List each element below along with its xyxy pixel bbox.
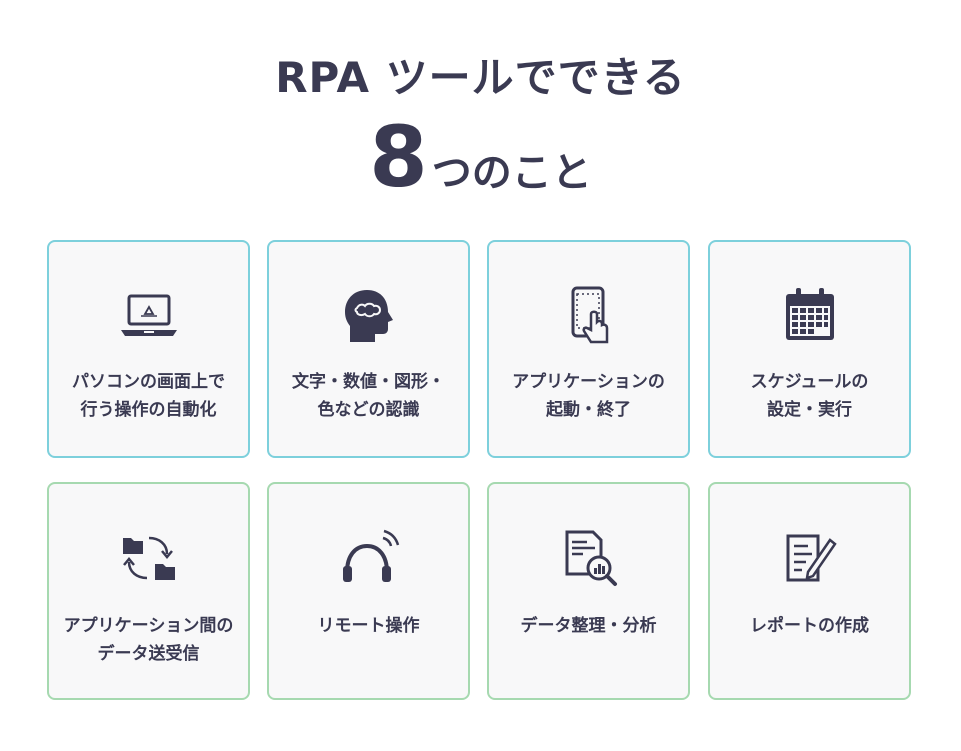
card-label: アプリケーションの 起動・終了 (512, 372, 665, 420)
tablet-touch-icon (557, 284, 621, 348)
card-schedule: スケジュールの 設定・実行 (708, 240, 911, 458)
subtitle-text: つのこと (431, 150, 592, 196)
card-label: スケジュールの 設定・実行 (750, 372, 869, 420)
laptop-recycle-icon (117, 284, 181, 348)
folder-sync-icon (117, 526, 181, 590)
card-app-launch: アプリケーションの 起動・終了 (487, 240, 690, 458)
card-remote: リモート操作 (267, 482, 470, 700)
card-label: リモート操作 (317, 616, 420, 636)
card-report: レポートの作成 (708, 482, 911, 700)
report-pen-icon (778, 526, 842, 590)
brain-head-icon (337, 284, 401, 348)
card-data-analysis: データ整理・分析 (487, 482, 690, 700)
card-data-transfer: アプリケーション間の データ送受信 (47, 482, 250, 700)
card-screen-automation: パソコンの画面上で 行う操作の自動化 (47, 240, 250, 458)
card-label: パソコンの画面上で 行う操作の自動化 (72, 372, 225, 420)
card-label: レポートの作成 (750, 616, 869, 636)
card-label: データ整理・分析 (520, 616, 657, 636)
calendar-icon (778, 284, 842, 348)
subtitle-number: 8 (369, 108, 428, 206)
card-recognition: 文字・数値・図形・ 色などの認識 (267, 240, 470, 458)
card-label: 文字・数値・図形・ 色などの認識 (292, 372, 445, 420)
headset-signal-icon (337, 526, 401, 590)
card-label: アプリケーション間の データ送受信 (63, 616, 234, 664)
document-magnifier-icon (557, 526, 621, 590)
page-title: RPA ツールでできる (275, 53, 686, 102)
